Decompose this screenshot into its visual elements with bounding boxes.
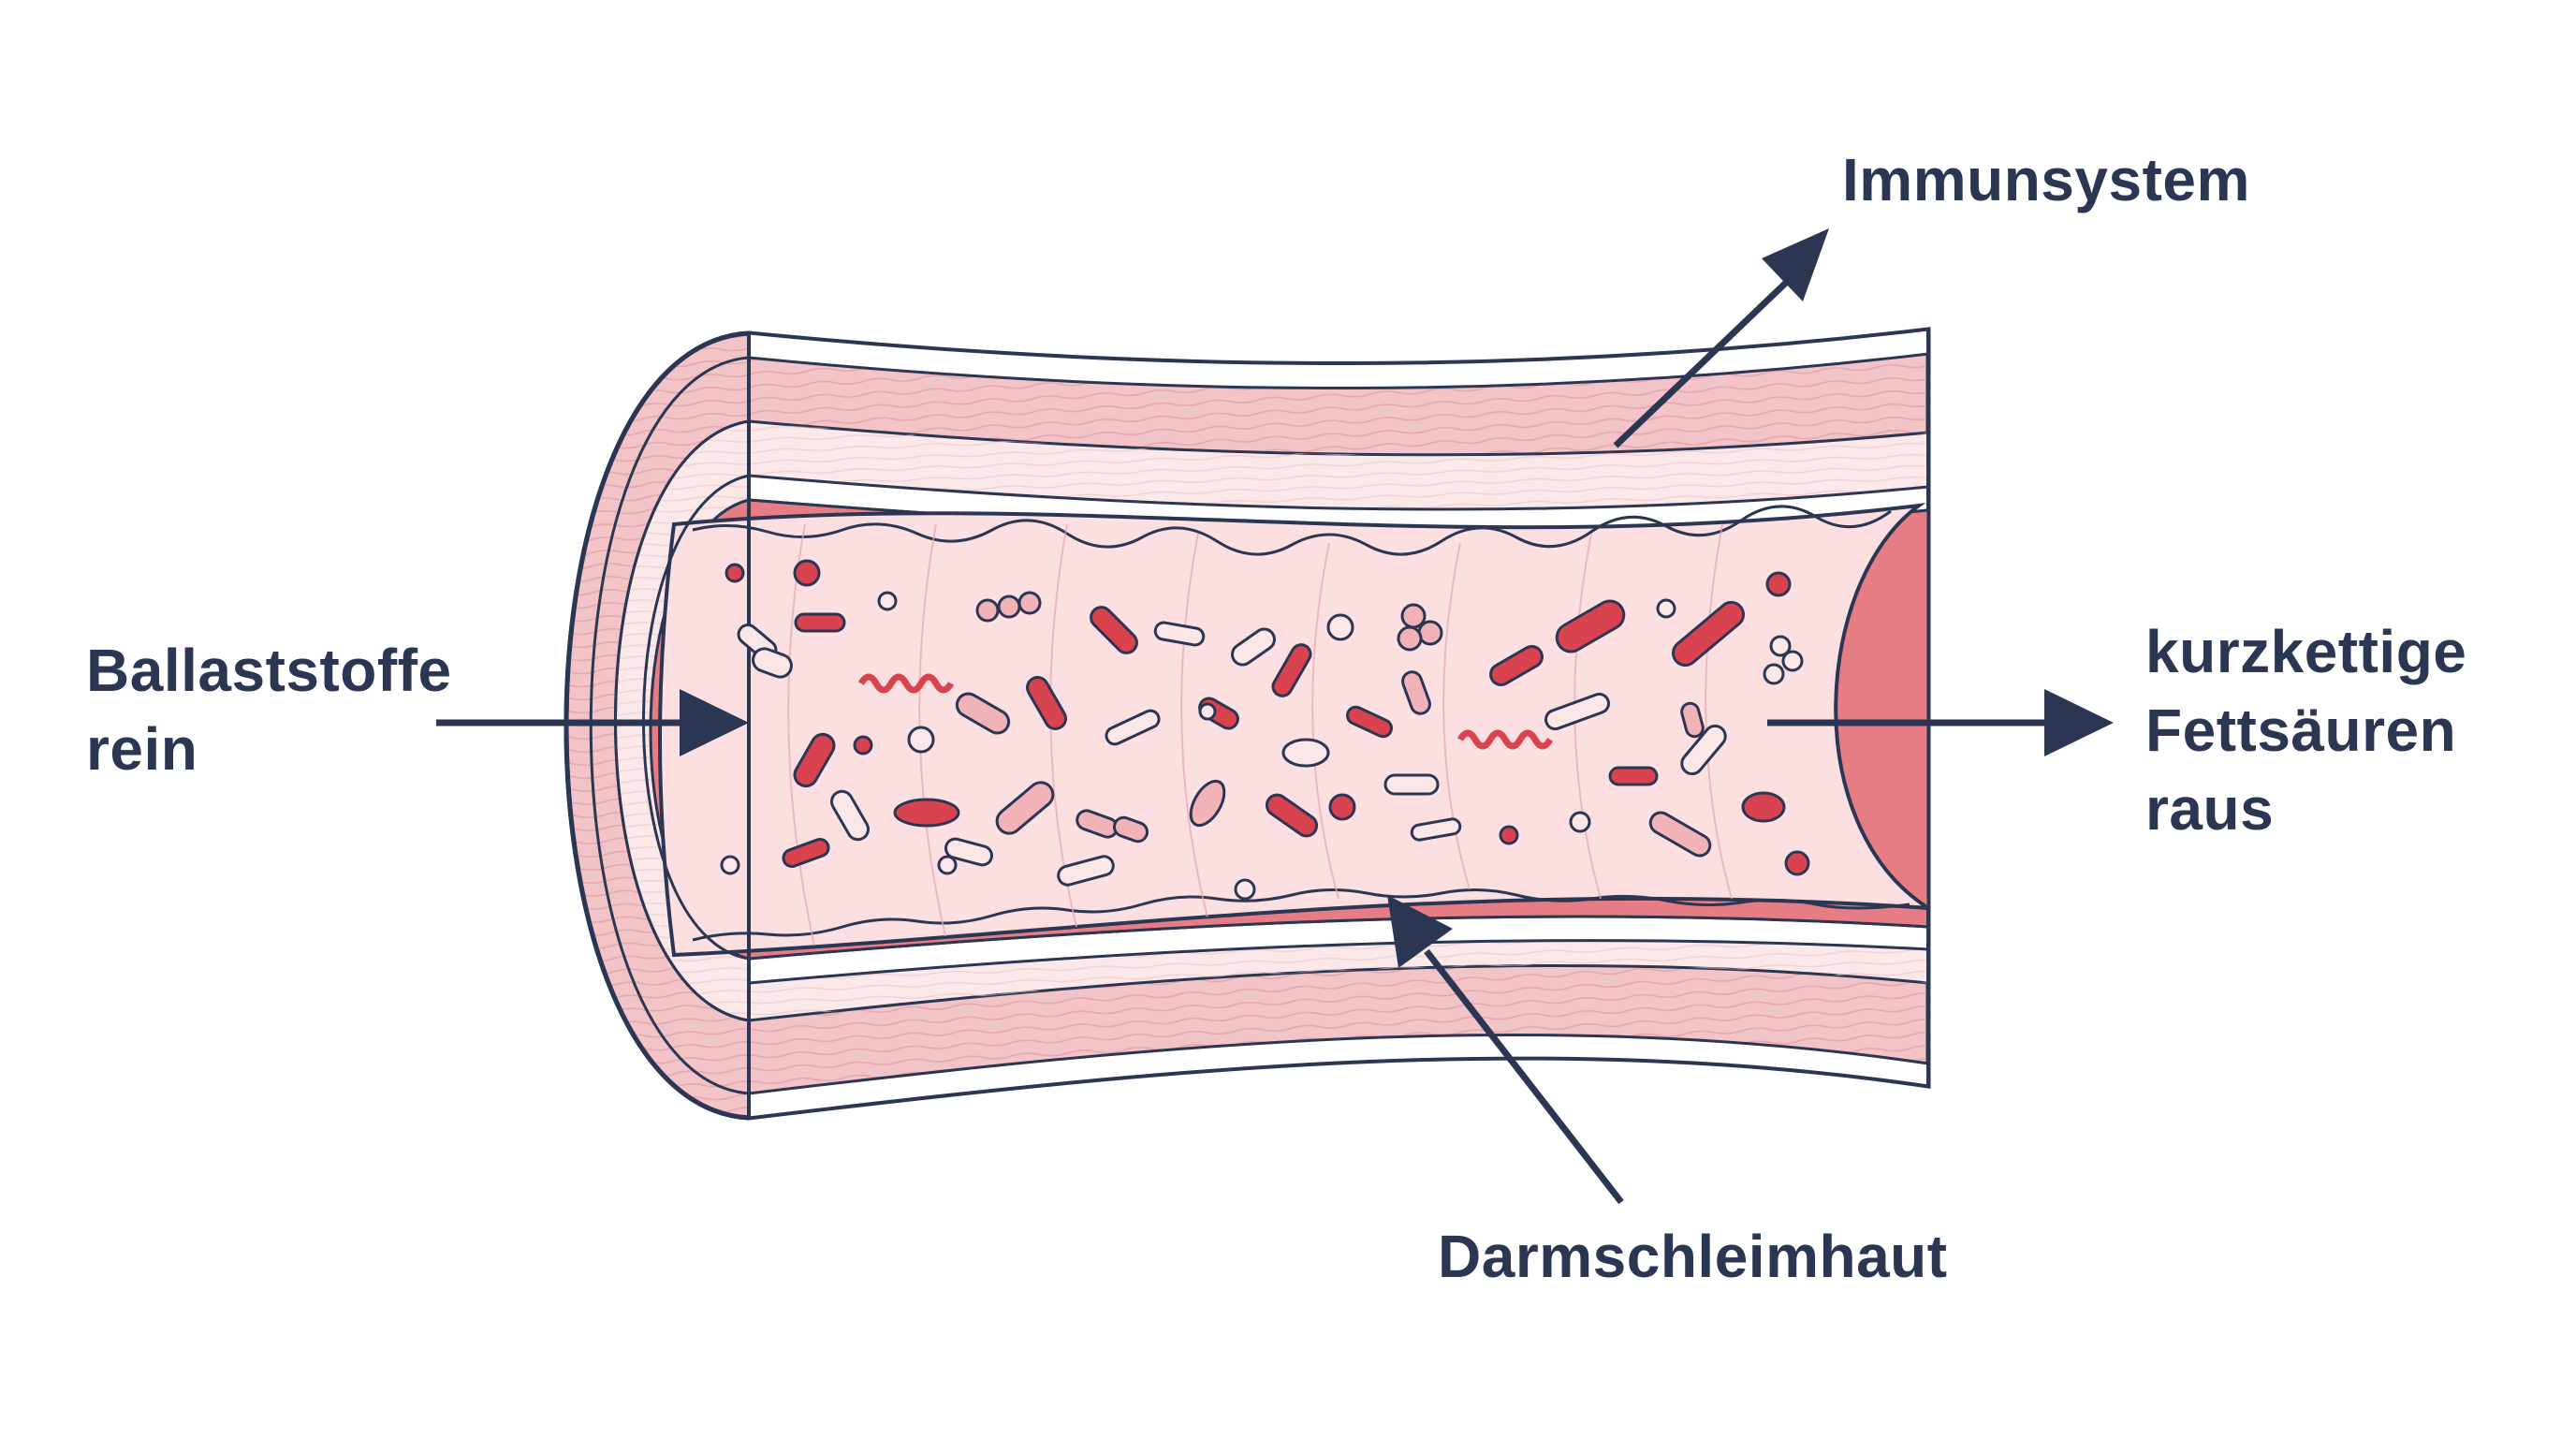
bacterium-icon xyxy=(937,855,958,875)
bacterium-icon xyxy=(1397,625,1423,652)
bacterium-icon xyxy=(794,612,846,633)
mucosa-edge-bottom xyxy=(692,888,1910,942)
bacterium-icon xyxy=(1410,817,1462,842)
bacterium-icon xyxy=(1326,613,1354,641)
bacterium-icon xyxy=(830,789,870,842)
bacterium-icon xyxy=(1345,705,1394,739)
bacterium-icon xyxy=(1271,643,1312,697)
bacterium-icon xyxy=(1198,702,1217,721)
bacterium-icon xyxy=(1648,811,1712,858)
bacterium-icon xyxy=(907,726,935,754)
bacterium-icon xyxy=(1383,773,1440,796)
bacterium-icon xyxy=(1765,571,1792,597)
arrow-icon xyxy=(1762,228,1829,301)
bacterium-icon xyxy=(1769,635,1792,657)
bacterium-icon xyxy=(724,563,745,583)
bacterium-icon xyxy=(1231,627,1276,667)
label-immunsystem-text: Immunsystem xyxy=(1842,146,2250,213)
bacterium-icon xyxy=(1189,779,1226,828)
bacterium-icon xyxy=(1608,766,1659,786)
bacterium-icon xyxy=(1153,621,1206,647)
bacterium-icon xyxy=(1112,815,1149,844)
label-darmschleimhaut: Darmschleimhaut xyxy=(1438,1217,1948,1296)
bacterium-icon xyxy=(1680,701,1705,739)
bacterium-icon xyxy=(1671,600,1746,668)
mucosa-edge-top xyxy=(692,505,1892,556)
bacterium-icon xyxy=(1569,811,1591,833)
bacterium-icon xyxy=(1017,591,1042,615)
bacterium-icon xyxy=(1328,793,1356,821)
arrow-icon xyxy=(1387,895,1453,968)
bacterium-icon xyxy=(1763,663,1785,685)
label-ballaststoffe-line-2: rein xyxy=(86,715,198,783)
arrow-icon xyxy=(680,689,749,756)
bacterium-icon xyxy=(1401,670,1431,715)
bacterium-icon xyxy=(975,598,1000,623)
bacterium-icon xyxy=(752,647,793,679)
bacterium-icon xyxy=(1544,692,1610,731)
bacterium-icon xyxy=(793,732,836,788)
label-ballaststoffe-line-1: Ballaststoffe xyxy=(86,637,452,704)
arrow-icon xyxy=(1613,278,1791,448)
bacterium-icon xyxy=(1281,738,1330,768)
label-fettsaeuren-line-3: raus xyxy=(2145,775,2275,843)
bacterium-icon xyxy=(944,837,993,867)
label-fettsaeuren-line-2: Fettsäuren xyxy=(2145,697,2457,764)
bacterium-icon xyxy=(1680,724,1727,776)
bacterium-icon xyxy=(1265,793,1319,838)
bacterium-icon xyxy=(893,798,960,828)
bacterium-icon xyxy=(1090,606,1138,654)
bacterium-icon xyxy=(1417,620,1443,646)
label-fettsaeuren: kurzkettige Fettsäuren raus xyxy=(2145,612,2466,848)
bacterium-icon xyxy=(853,735,873,756)
bacterium-icon xyxy=(1499,825,1519,845)
bacterium-icon xyxy=(1741,791,1786,823)
label-fettsaeuren-line-1: kurzkettige xyxy=(2145,618,2467,685)
bacterium-icon xyxy=(1656,598,1676,619)
bacterium-icon xyxy=(1400,603,1427,629)
bacterium-icon xyxy=(1234,878,1256,901)
bacterium-icon xyxy=(1781,650,1804,672)
bacterium-icon xyxy=(997,594,1021,619)
bacterium-icon xyxy=(720,855,740,875)
bacterium-icon xyxy=(877,591,898,611)
bacterium-icon xyxy=(1105,709,1161,746)
bacterium-icon xyxy=(1026,676,1067,730)
arrow-icon xyxy=(1424,948,1624,1205)
bacterium-icon xyxy=(857,673,955,694)
bacterium-icon xyxy=(1784,850,1810,876)
label-immunsystem: Immunsystem xyxy=(1842,140,2250,219)
bacterium-icon xyxy=(782,838,830,868)
bacterium-icon xyxy=(1489,645,1544,686)
label-darmschleimhaut-text: Darmschleimhaut xyxy=(1438,1223,1948,1290)
bacterium-icon xyxy=(1456,729,1554,750)
bacterium-icon xyxy=(1057,855,1115,887)
bacterium-icon xyxy=(955,692,1011,735)
bacterium-icon xyxy=(995,781,1055,835)
arrows xyxy=(436,228,2114,1205)
bacteria-group xyxy=(720,559,1810,901)
arrow-icon xyxy=(2044,689,2114,756)
label-ballaststoffe: Ballaststoffe rein xyxy=(86,631,452,788)
lumen xyxy=(658,503,1930,958)
bacterium-icon xyxy=(793,559,821,587)
bacterium-icon xyxy=(1555,599,1626,653)
intestine-tube xyxy=(564,327,1931,1121)
